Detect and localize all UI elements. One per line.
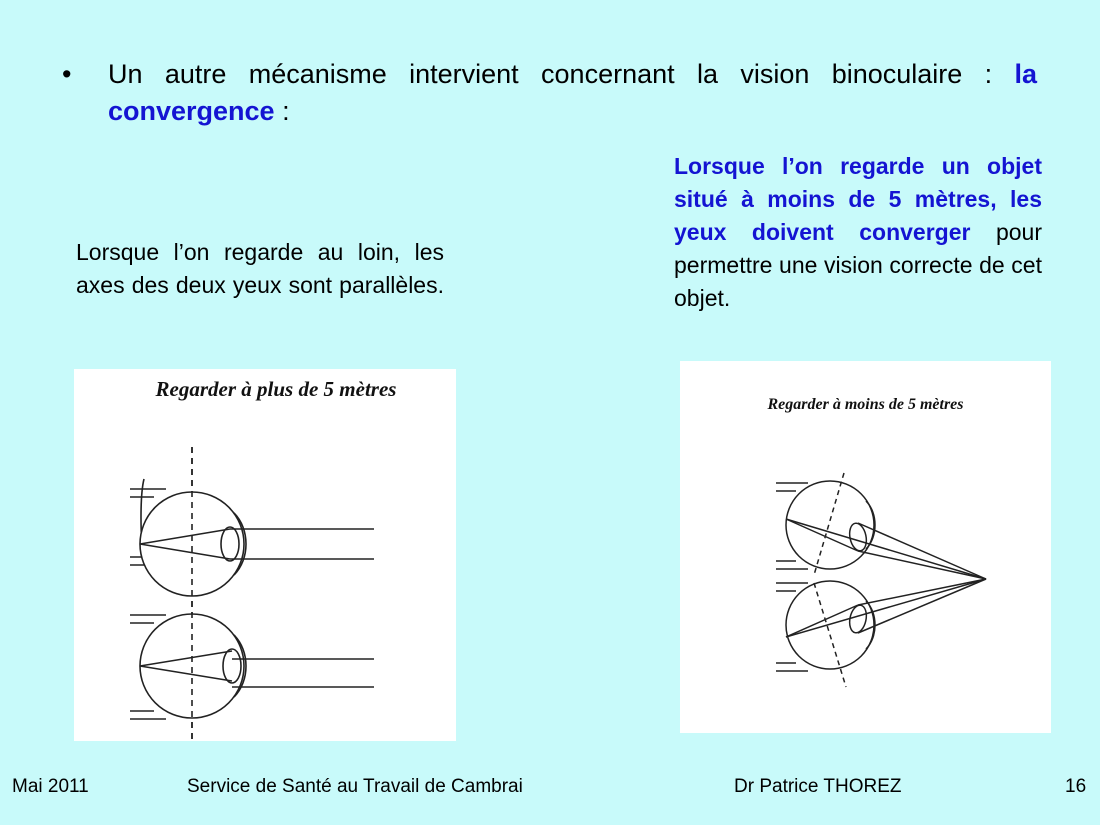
near-vision-diagram <box>776 472 987 688</box>
bullet-text: Un autre mécanisme intervient concernant… <box>108 56 1037 130</box>
footer-page-number: 16 <box>1065 776 1087 797</box>
near-vision-figure: Regarder à moins de 5 mètres <box>680 361 1051 733</box>
bullet-suffix: : <box>274 96 290 126</box>
bottom-eye <box>130 613 374 720</box>
bottom-eye-lens <box>222 648 242 684</box>
near-vision-bold-1: Lorsque l’on regarde un objet situé à mo… <box>674 153 1042 212</box>
bullet-point: • Un autre mécanisme intervient concerna… <box>62 56 1037 130</box>
far-vision-title: Regarder à plus de 5 mètres <box>155 377 397 401</box>
near-vision-paragraph: Lorsque l’on regarde un objet situé à mo… <box>674 150 1042 348</box>
near-top-eye <box>776 480 987 580</box>
footer-organization: Service de Santé au Travail de Cambrai <box>187 776 523 797</box>
near-bottom-eye-lens <box>848 604 868 634</box>
near-bottom-dashed-axis <box>813 582 847 688</box>
convergence-emphasis: la convergence <box>108 59 1037 126</box>
near-vision-normal: pour permettre une vision correcte de ce… <box>674 219 1042 311</box>
top-eye <box>130 478 374 597</box>
top-eye-lens <box>220 526 240 562</box>
far-vision-paragraph: Lorsque l’on regarde au loin, les axes d… <box>76 239 444 298</box>
bullet-main-text: Un autre mécanisme intervient concernant… <box>108 59 1015 89</box>
near-top-converging-ray <box>857 522 987 580</box>
far-vision-figure: Regarder à plus de 5 mètres <box>74 369 456 741</box>
near-bottom-eye <box>776 578 987 672</box>
near-vision-bold-2: les yeux doivent converger <box>674 186 1042 245</box>
near-vision-title: Regarder à moins de 5 mètres <box>767 396 964 413</box>
footer-date: Mai 2011 <box>12 776 89 797</box>
bullet-symbol: • <box>62 59 72 89</box>
near-top-eye-globe <box>785 480 875 570</box>
footer-author: Dr Patrice THOREZ <box>734 776 902 797</box>
far-vision-diagram <box>130 447 374 741</box>
near-bottom-converging-ray <box>857 578 987 606</box>
